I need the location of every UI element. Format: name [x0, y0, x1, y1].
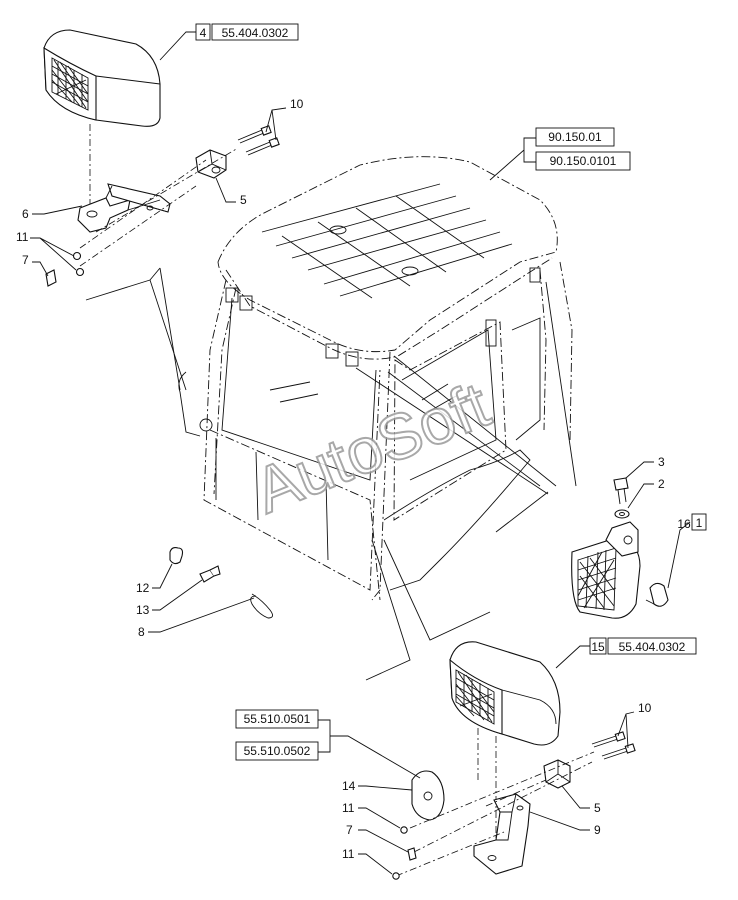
- svg-text:55.404.0302: 55.404.0302: [619, 640, 686, 654]
- clamp-block-bottom: [543, 759, 571, 789]
- svg-text:14: 14: [342, 779, 356, 793]
- bracket-9: [473, 793, 531, 875]
- svg-text:90.150.0101: 90.150.0101: [550, 154, 617, 168]
- callouts: 10 5 6 11 7 3 2 12 13 8 10 14 11 7 11 5: [16, 97, 665, 875]
- svg-text:9: 9: [594, 823, 601, 837]
- svg-text:6: 6: [22, 207, 29, 221]
- lamp-housing-bottom: [449, 641, 561, 746]
- svg-text:12: 12: [136, 581, 150, 595]
- work-lamp-right: [571, 521, 641, 619]
- svg-text:7: 7: [22, 253, 29, 267]
- plug-12: [169, 546, 184, 565]
- bolts-bottom: [591, 731, 636, 760]
- ref-box-4: 4 55.404.0302: [159, 23, 299, 61]
- bulb-16: [645, 582, 669, 607]
- svg-text:10: 10: [638, 701, 652, 715]
- washer-2: [614, 509, 630, 519]
- svg-text:7: 7: [346, 823, 353, 837]
- ref-box-16-1: 16 1: [667, 513, 707, 589]
- nuts-top: [45, 251, 85, 287]
- ref-box-15: 15 55.404.0302: [555, 637, 697, 669]
- svg-text:55.510.0501: 55.510.0501: [244, 712, 311, 726]
- bracket-top: [77, 183, 171, 233]
- cab-leader-lines: [85, 267, 577, 681]
- cab-assembly: [178, 156, 573, 601]
- svg-text:8: 8: [138, 625, 145, 639]
- svg-text:13: 13: [136, 603, 150, 617]
- svg-text:55.404.0302: 55.404.0302: [222, 26, 289, 40]
- svg-text:55.510.0502: 55.510.0502: [244, 744, 311, 758]
- lamp-housing-top: [43, 29, 161, 127]
- plate-14: [411, 770, 445, 821]
- ref-box-cab: 90.150.01 90.150.0101: [489, 127, 631, 181]
- svg-text:16: 16: [677, 517, 691, 531]
- svg-text:2: 2: [658, 477, 665, 491]
- svg-text:5: 5: [594, 801, 601, 815]
- fasteners-bottom: [392, 826, 417, 880]
- switch-13: [199, 565, 221, 583]
- svg-text:5: 5: [240, 193, 247, 207]
- svg-text:11: 11: [342, 801, 355, 815]
- bolt-3: [613, 477, 629, 505]
- axis-line-top-bracket: [79, 147, 239, 267]
- svg-text:90.150.01: 90.150.01: [548, 130, 602, 144]
- svg-text:15: 15: [591, 640, 605, 654]
- axis-line-bottom-lamp: [477, 728, 497, 860]
- svg-text:11: 11: [16, 230, 29, 244]
- svg-text:3: 3: [658, 455, 665, 469]
- ref-box-bottom-left: 55.510.0501 55.510.0502: [235, 709, 421, 779]
- watermark: AutoSoft: [244, 368, 499, 527]
- clip-ring-8: [250, 593, 273, 619]
- svg-text:11: 11: [342, 847, 355, 861]
- svg-text:10: 10: [290, 97, 304, 111]
- svg-text:1: 1: [696, 516, 703, 530]
- bolts-top: [237, 125, 280, 156]
- svg-text:4: 4: [200, 26, 207, 40]
